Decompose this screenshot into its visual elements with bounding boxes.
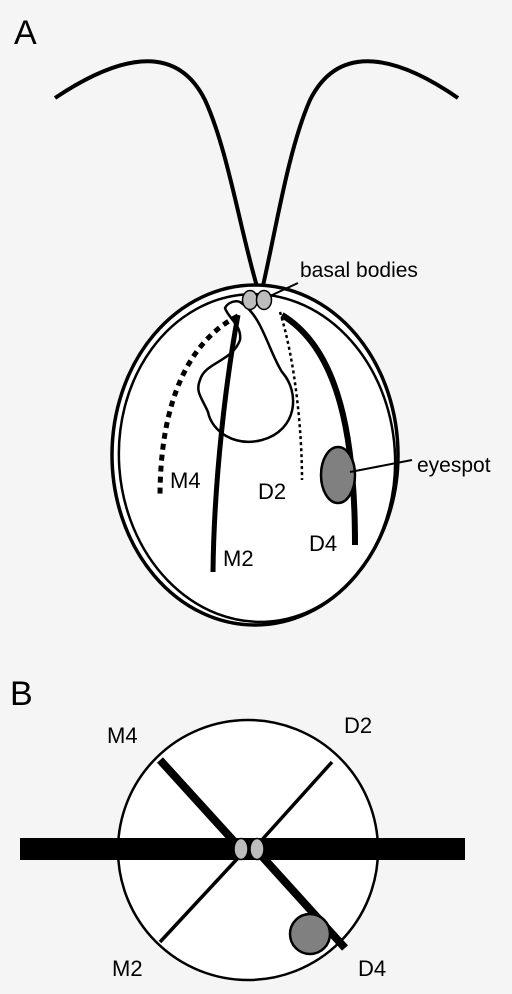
panel-b-letter: B — [10, 675, 33, 713]
panel-a-m2-label: M2 — [223, 546, 254, 571]
panel-b-m4-label: M4 — [107, 723, 138, 748]
panel-a-m4-label: M4 — [170, 468, 201, 493]
eyespot-b-shape — [290, 914, 330, 954]
basal-bodies-label: basal bodies — [300, 259, 418, 282]
cell-wall-outer — [112, 285, 398, 625]
right-flagellum — [262, 61, 458, 290]
basal-body-b-right — [250, 839, 264, 860]
panel-b-d2-label: D2 — [344, 713, 372, 738]
basal-body-left — [243, 291, 258, 310]
eyespot-shape — [321, 447, 355, 503]
panel-b-m2-label: M2 — [112, 956, 143, 981]
panel-a-d2-label: D2 — [258, 479, 286, 504]
panel-a: A basal bodies eyespot M4 M2 D2 D4 — [14, 14, 491, 631]
panel-a-d4-label: D4 — [309, 531, 337, 556]
left-flagellum — [55, 61, 258, 290]
eyespot-label: eyespot — [417, 454, 491, 477]
basal-body-right — [257, 291, 272, 310]
panel-b-d4-label: D4 — [358, 956, 386, 981]
panel-a-letter: A — [14, 14, 37, 52]
panel-b: B M4 D2 M2 D4 — [10, 675, 465, 981]
basal-body-b-left — [234, 839, 248, 860]
